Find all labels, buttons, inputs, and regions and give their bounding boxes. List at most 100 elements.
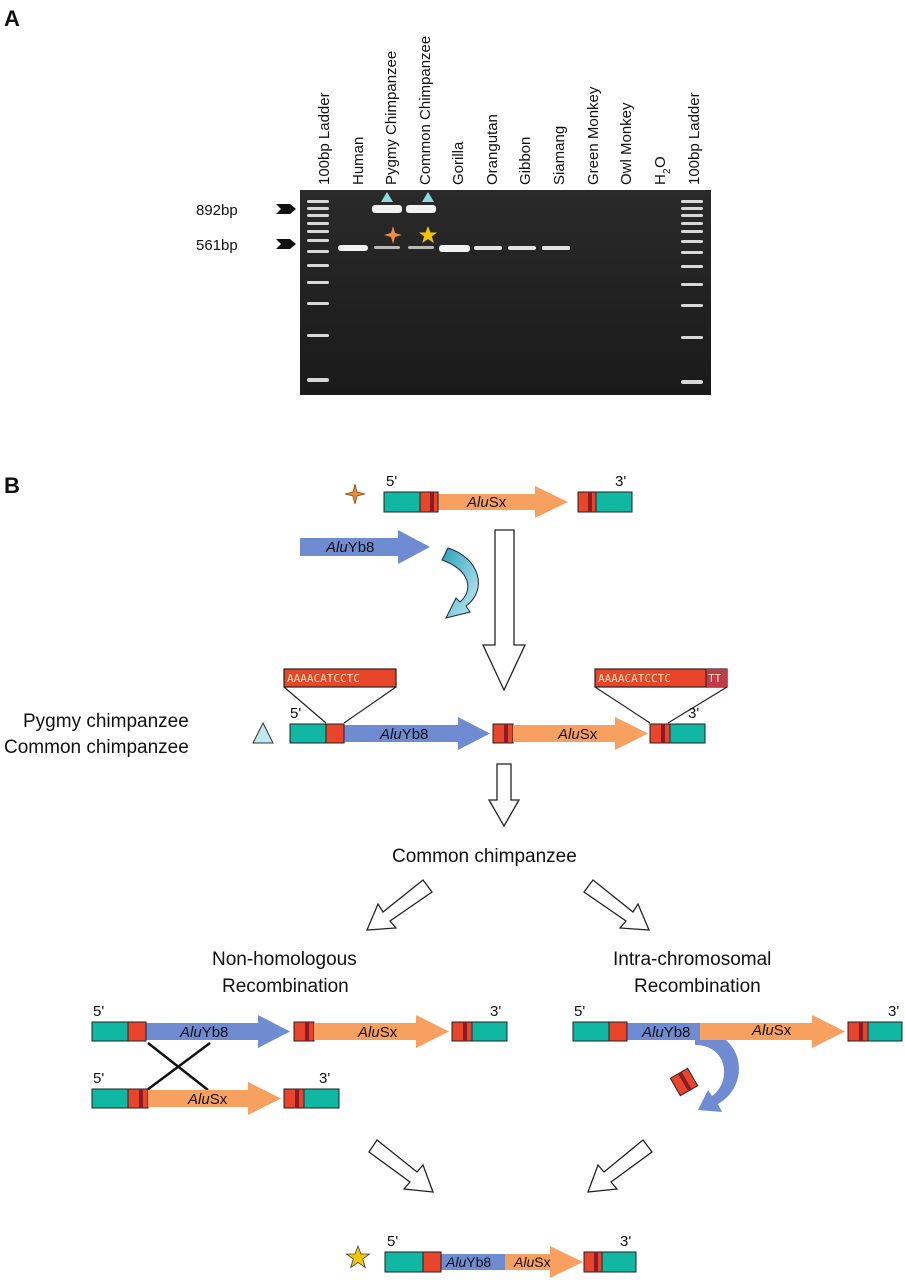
three-prime: 3' xyxy=(615,473,626,490)
alusx-label: AluSx xyxy=(557,726,598,743)
size-marker-561: 561bp xyxy=(196,237,238,254)
lane-label: Orangutan xyxy=(484,114,501,185)
band-gibbon xyxy=(508,246,536,250)
aluyb8-label: AluYb8 xyxy=(641,1024,690,1041)
nonhom-construct-b: 5' 3' AluSx xyxy=(91,1070,340,1115)
alusx-arrow xyxy=(513,717,648,750)
lane-label: 100bp Ladder xyxy=(686,92,703,185)
band-common-561 xyxy=(408,246,434,249)
aluyb8-incoming: AluYb8 xyxy=(300,530,430,564)
svg-text:O: O xyxy=(652,156,669,168)
five-prime: 5' xyxy=(387,1233,398,1250)
triangle-icon xyxy=(252,721,274,744)
triangle-icon xyxy=(422,192,434,202)
five-prime: 5' xyxy=(290,705,301,722)
five-prime: 5' xyxy=(574,1003,585,1020)
alusx-label: AluSx xyxy=(187,1091,228,1108)
insertion-sequence-3: AAAACATCCTC xyxy=(598,672,671,685)
lane-label: Pygmy Chimpanzee xyxy=(383,51,400,185)
aluyb8-arrow xyxy=(146,1015,290,1048)
diagonal-arrow-right xyxy=(583,879,651,931)
three-prime: 3' xyxy=(688,705,699,722)
down-arrow xyxy=(487,763,521,828)
ladder-right xyxy=(681,200,703,384)
band-common-892 xyxy=(406,205,436,213)
aluyb8-arrow xyxy=(300,530,430,564)
band-siamang xyxy=(542,246,570,250)
aluyb8-label: AluYb8 xyxy=(325,539,374,556)
lane-label: Siamang xyxy=(551,126,568,185)
five-prime: 5' xyxy=(93,1003,104,1020)
size-marker-892: 892bp xyxy=(196,202,238,219)
alusx-label: AluSx xyxy=(466,494,507,511)
band-pygmy-892 xyxy=(372,205,402,213)
panel-a-label: A xyxy=(4,6,20,31)
recombination-loop xyxy=(695,1030,740,1112)
nonhomologous-subtitle: Recombination xyxy=(222,976,349,997)
lane-label: Human xyxy=(350,137,367,185)
alusx-label: AluSx xyxy=(357,1024,398,1041)
aluyb8-arrow xyxy=(344,717,490,750)
alusx-arrow xyxy=(700,1015,845,1048)
four-point-star-icon xyxy=(384,226,402,244)
alusx-label: AluSx xyxy=(513,1254,551,1270)
lane-label: Common Chimpanzee xyxy=(417,36,434,185)
down-arrow xyxy=(481,529,527,692)
curved-insertion-arrow xyxy=(441,547,479,619)
nonhom-construct-a: 5' 3' AluYb8 AluSx xyxy=(91,1003,508,1048)
construct-final: 5' 3' AluYb8 AluSx xyxy=(345,1233,637,1278)
aluyb8-label: AluYb8 xyxy=(379,726,428,743)
three-prime: 3' xyxy=(490,1003,501,1020)
lane-labels: 100bp Ladder Human Pygmy Chimpanzee Comm… xyxy=(316,36,703,185)
alusx-arrow xyxy=(505,1246,583,1278)
insertion-sequence-tail: TT xyxy=(708,672,722,685)
alusx-arrow xyxy=(148,1082,281,1115)
diagonal-arrow-converge-left xyxy=(368,1139,434,1193)
gel-image xyxy=(300,190,711,395)
intra-subtitle: Recombination xyxy=(634,976,761,997)
lane-label: 100bp Ladder xyxy=(316,92,333,185)
aluyb8-label: AluYb8 xyxy=(445,1254,491,1270)
three-prime: 3' xyxy=(888,1003,899,1020)
four-point-star-icon xyxy=(344,483,366,505)
five-prime: 5' xyxy=(386,473,397,490)
star-icon xyxy=(419,226,437,243)
alusx-arrow xyxy=(314,1015,449,1048)
svg-text:H: H xyxy=(652,174,669,185)
alusx-label: AluSx xyxy=(751,1022,792,1039)
band-gorilla xyxy=(439,245,470,252)
alusx-arrow xyxy=(438,486,568,518)
gel-bands xyxy=(338,205,570,252)
nonhomologous-title: Non-homologous xyxy=(212,949,357,970)
lane-label: Gorilla xyxy=(450,141,467,185)
diagonal-arrow-left xyxy=(365,879,433,931)
band-pygmy-561 xyxy=(374,246,400,249)
aluyb8-label: AluYb8 xyxy=(179,1024,228,1041)
construct-middle: AAAACATCCTC AAAACATCCTC TT 5' 3' AluYb8 … xyxy=(283,668,728,750)
triangle-icon xyxy=(381,192,393,202)
lane-label: Gibbon xyxy=(517,137,534,185)
insertion-sequence-5: AAAACATCCTC xyxy=(287,672,360,685)
lane-label: Green Monkey xyxy=(585,86,602,185)
marker-arrow-892 xyxy=(276,204,296,214)
three-prime: 3' xyxy=(319,1070,330,1087)
three-prime: 3' xyxy=(620,1233,631,1250)
panel-b-label: B xyxy=(4,473,20,498)
ladder-left xyxy=(307,200,329,382)
species-common: Common chimpanzee xyxy=(4,737,189,758)
band-orangutan xyxy=(474,246,502,250)
svg-text:2: 2 xyxy=(662,168,673,174)
band-human xyxy=(338,245,368,251)
marker-arrow-561 xyxy=(276,239,296,249)
common-chimp-label: Common chimpanzee xyxy=(392,846,577,867)
lane-label-water: H 2 O xyxy=(652,156,673,185)
intra-construct: 5' 3' AluYb8 AluSx xyxy=(572,1003,903,1112)
five-prime: 5' xyxy=(93,1070,104,1087)
crossover-line xyxy=(146,1041,211,1092)
lane-label: Owl Monkey xyxy=(618,102,635,185)
diagonal-arrow-converge-right xyxy=(587,1139,653,1193)
construct-top: 5' 3' AluSx xyxy=(344,473,633,518)
intra-title: Intra-chromosomal xyxy=(613,949,771,970)
star-icon xyxy=(345,1244,371,1269)
